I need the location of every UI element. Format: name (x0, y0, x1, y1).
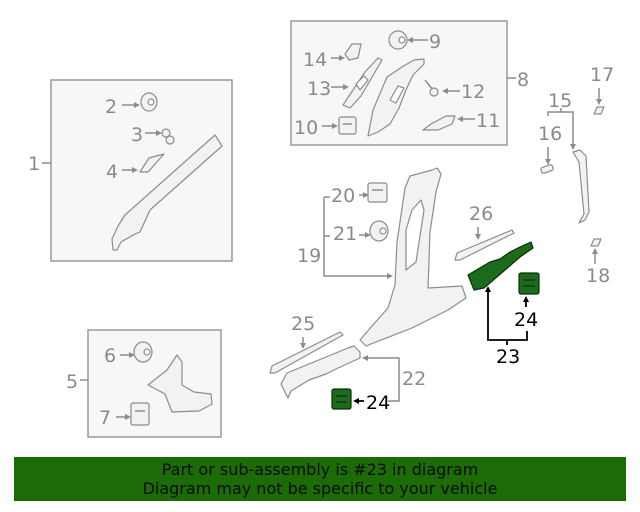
part-26-sill-strip[interactable] (454, 229, 515, 261)
part-23-sill-trim-highlighted[interactable] (467, 241, 534, 291)
callout-3[interactable]: 3 (131, 124, 143, 146)
banner-line-2: Diagram may not be specific to your vehi… (142, 479, 498, 498)
part-24-clip-upper[interactable] (518, 272, 540, 295)
callout-24-lower[interactable]: 24 (366, 392, 390, 414)
callout-15[interactable]: 15 (548, 90, 572, 112)
part-13-trim[interactable] (331, 57, 383, 109)
callout-7[interactable]: 7 (99, 407, 111, 429)
callout-20[interactable]: 20 (331, 185, 355, 207)
info-banner: Part or sub-assembly is #23 in diagram D… (14, 457, 626, 501)
part-6-clip[interactable] (133, 341, 153, 363)
callout-18[interactable]: 18 (586, 265, 610, 287)
part-2-clip[interactable] (122, 92, 158, 112)
callout-9[interactable]: 9 (429, 31, 441, 53)
callout-8[interactable]: 8 (517, 69, 529, 91)
part-12-screw[interactable] (424, 79, 460, 97)
part-10-clip[interactable] (322, 116, 357, 135)
part-4-pad[interactable] (122, 153, 165, 173)
callout-5[interactable]: 5 (66, 371, 78, 393)
part-20-clip[interactable] (367, 182, 388, 203)
part-22-sill-trim[interactable] (280, 345, 361, 399)
group-1-a-pillar: 1 2 3 4 (28, 79, 233, 262)
part-18-cap[interactable] (590, 238, 602, 247)
group-22-sill-lower: 25 22 24 (269, 313, 426, 414)
part-25-sill-strip[interactable] (269, 331, 344, 374)
callout-11[interactable]: 11 (476, 110, 500, 132)
part-7-clip[interactable] (130, 402, 150, 426)
callout-2[interactable]: 2 (105, 96, 117, 118)
banner-line-1: Part or sub-assembly is #23 in diagram (161, 460, 479, 479)
group-19-b-pillar-lower: 19 20 21 (297, 167, 467, 347)
callout-19[interactable]: 19 (297, 245, 321, 267)
part-14-cover[interactable] (331, 43, 362, 61)
callout-21[interactable]: 21 (333, 223, 357, 245)
group-5-kick-panel: 5 6 7 (66, 329, 222, 438)
part-15-grab-handle[interactable] (572, 149, 590, 224)
group-23-sill-upper: 26 24 23 (454, 203, 540, 368)
kick-panel-trim[interactable] (147, 354, 213, 413)
callout-17[interactable]: 17 (590, 64, 614, 86)
callout-16[interactable]: 16 (538, 123, 562, 145)
callout-14[interactable]: 14 (303, 49, 327, 71)
part-16-screw[interactable] (540, 164, 554, 174)
part-11-cover[interactable] (422, 115, 475, 131)
callout-13[interactable]: 13 (307, 78, 331, 100)
part-3-fastener[interactable] (145, 128, 175, 145)
callout-6[interactable]: 6 (104, 345, 116, 367)
part-24-clip-lower[interactable] (331, 388, 352, 410)
callout-1[interactable]: 1 (28, 153, 40, 175)
group-15-grab-handle: 15 16 17 18 (538, 64, 614, 287)
part-9-clip[interactable] (388, 30, 428, 50)
callout-22[interactable]: 22 (402, 368, 426, 390)
part-21-clip[interactable] (369, 220, 389, 242)
callout-25[interactable]: 25 (291, 313, 315, 335)
a-pillar-trim[interactable] (111, 134, 223, 251)
callout-23[interactable]: 23 (496, 346, 520, 368)
callout-10[interactable]: 10 (294, 117, 318, 139)
callout-12[interactable]: 12 (461, 81, 485, 103)
callout-24-upper[interactable]: 24 (514, 309, 538, 331)
callout-26[interactable]: 26 (469, 203, 493, 225)
callout-4[interactable]: 4 (106, 161, 118, 183)
group-8-b-pillar-upper: 8 9 14 13 (290, 20, 529, 146)
part-17-cap[interactable] (593, 106, 605, 115)
